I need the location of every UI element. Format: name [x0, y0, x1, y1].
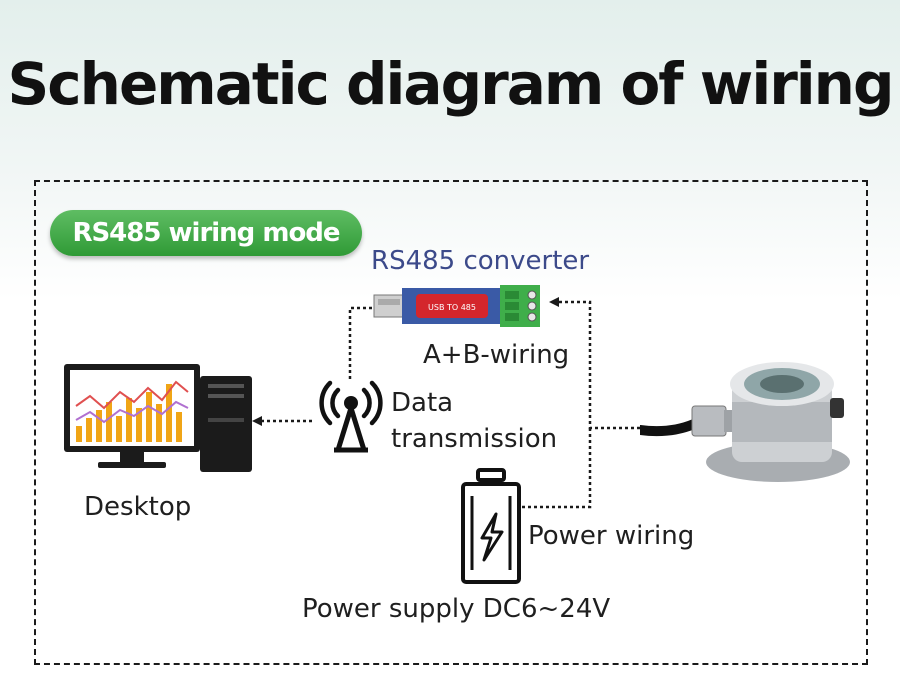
lightning-icon [480, 512, 504, 562]
power-wiring-label: Power wiring [528, 521, 695, 551]
power-wiring-line [522, 428, 592, 509]
wiring-mode-badge: RS485 wiring mode [50, 210, 362, 256]
converter-print-text: USB TO 485 [428, 303, 476, 312]
ab-wiring-label: A+B-wiring [423, 340, 570, 370]
data-label-line2: transmission [391, 424, 558, 454]
antenna-tower-icon [319, 380, 383, 453]
diagram-frame [34, 180, 868, 665]
data-label-line1: Data [391, 388, 454, 418]
power-supply-label: Power supply DC6~24V [302, 594, 611, 624]
battery-icon [461, 468, 521, 584]
desktop-computer-icon [64, 364, 252, 472]
diagram-title: Schematic diagram of wiring [7, 50, 895, 118]
usb-converter-icon: USB TO 485 [373, 285, 540, 327]
sensor-device-icon [640, 362, 850, 482]
sensor-to-terminal-line [549, 297, 640, 430]
desktop-label: Desktop [84, 492, 192, 522]
converter-label: RS485 converter [371, 246, 590, 276]
